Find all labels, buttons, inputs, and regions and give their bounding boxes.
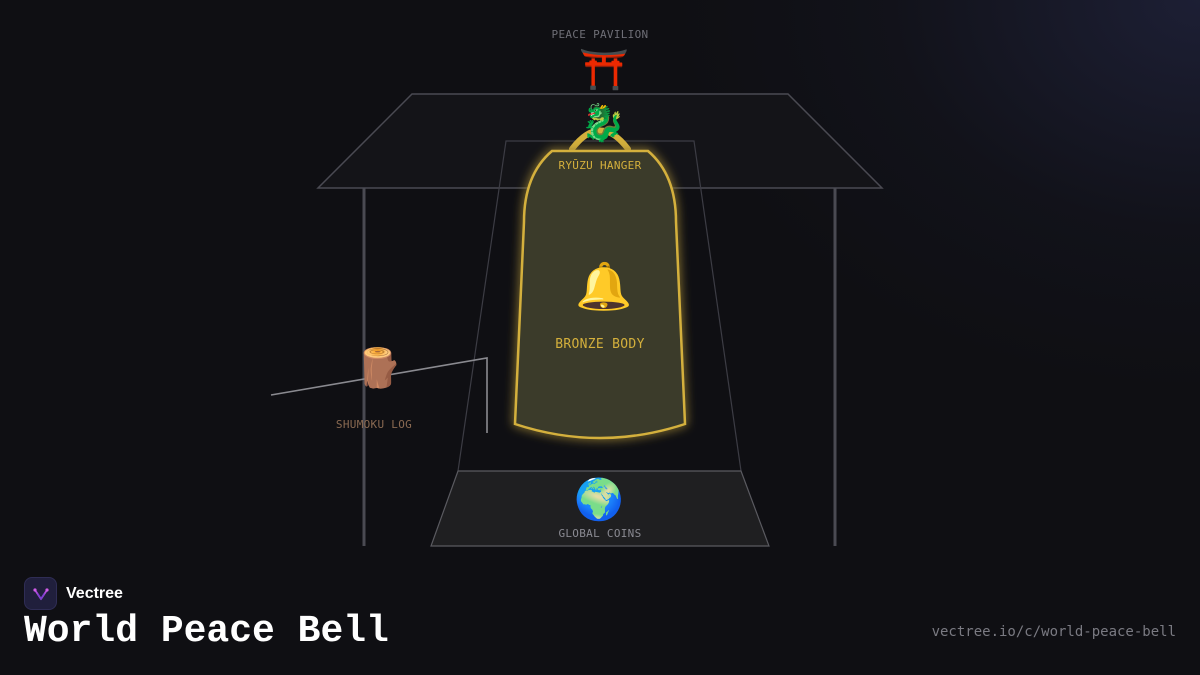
torii-gate-icon: ⛩️ bbox=[579, 47, 629, 93]
wood-log-icon: 🪵 bbox=[355, 346, 403, 390]
pavilion-label: PEACE PAVILION bbox=[551, 28, 649, 41]
brand-name: Vectree bbox=[66, 584, 123, 602]
dragon-icon: 🐉 bbox=[580, 103, 626, 144]
shumoku-log-label: SHUMOKU LOG bbox=[335, 418, 413, 431]
globe-icon: 🌍 bbox=[574, 477, 624, 523]
brand: Vectree bbox=[24, 577, 123, 610]
bronze-body-label: BRONZE BODY bbox=[555, 337, 645, 352]
shumoku-rope bbox=[270, 357, 488, 433]
page-title: World Peace Bell bbox=[24, 610, 389, 653]
base-platform bbox=[430, 470, 770, 547]
bronze-bell-body bbox=[513, 149, 687, 440]
bell-icon: 🔔 bbox=[575, 259, 633, 313]
ryuzu-hanger bbox=[569, 127, 631, 152]
global-coins-label: GLOBAL COINS bbox=[558, 527, 642, 540]
source-url[interactable]: vectree.io/c/world-peace-bell bbox=[931, 624, 1176, 640]
inner-frame bbox=[457, 140, 742, 472]
hanger-label: RYŪZU HANGER bbox=[558, 159, 642, 172]
vectree-logo-icon bbox=[24, 577, 57, 610]
